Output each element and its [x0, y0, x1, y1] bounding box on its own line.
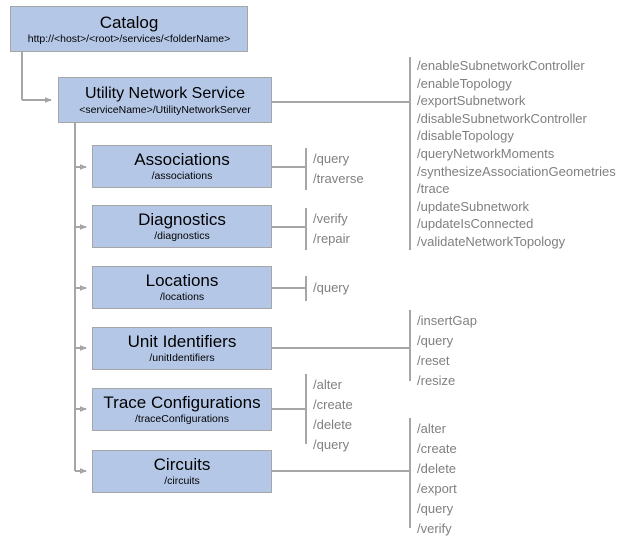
- node-circuits[interactable]: Circuits /circuits: [92, 450, 272, 493]
- node-catalog[interactable]: Catalog http://<host>/<root>/services/<f…: [10, 6, 248, 52]
- node-unit-identifiers[interactable]: Unit Identifiers /unitIdentifiers: [92, 327, 272, 370]
- operation-item[interactable]: /query: [417, 333, 454, 348]
- operations-associations: /query /traverse: [313, 149, 364, 189]
- node-associations-title: Associations: [134, 150, 230, 169]
- operation-item[interactable]: /alter: [313, 377, 342, 392]
- operation-item[interactable]: /insertGap: [417, 313, 477, 328]
- node-circuits-path: /circuits: [164, 475, 200, 487]
- operation-item[interactable]: /trace: [417, 181, 450, 197]
- operation-item[interactable]: /verify: [417, 521, 452, 536]
- node-utility-network-service-path: <serviceName>/UtilityNetworkServer: [79, 103, 251, 116]
- operation-item[interactable]: /delete: [417, 461, 457, 476]
- operation-item[interactable]: /alter: [417, 421, 446, 436]
- operation-item[interactable]: /verify: [313, 211, 348, 226]
- node-circuits-title: Circuits: [153, 455, 211, 474]
- node-diagnostics[interactable]: Diagnostics /diagnostics: [92, 205, 272, 248]
- node-diagnostics-title: Diagnostics: [138, 210, 226, 229]
- operation-item[interactable]: /enableTopology: [417, 75, 512, 91]
- node-locations-title: Locations: [145, 271, 219, 290]
- operation-item[interactable]: /traverse: [313, 171, 364, 186]
- node-trace-configurations-title: Trace Configurations: [103, 393, 261, 412]
- operations-unit-identifiers: /insertGap /query /reset /resize: [417, 311, 477, 391]
- node-associations-path: /associations: [151, 170, 213, 182]
- operation-item[interactable]: /resize: [417, 373, 456, 388]
- operation-item[interactable]: /create: [417, 441, 457, 456]
- node-unit-identifiers-path: /unitIdentifiers: [149, 352, 215, 364]
- node-locations[interactable]: Locations /locations: [92, 266, 272, 309]
- node-trace-configurations[interactable]: Trace Configurations /traceConfiguration…: [92, 388, 272, 431]
- operation-item[interactable]: /validateNetworkTopology: [417, 233, 566, 249]
- operation-item[interactable]: /query: [313, 151, 350, 166]
- operation-item[interactable]: /updateIsConnected: [417, 216, 534, 232]
- operation-item[interactable]: /query: [417, 501, 454, 516]
- operation-item[interactable]: /query: [313, 280, 350, 295]
- operations-locations: /query: [313, 278, 349, 298]
- operation-item[interactable]: /create: [313, 397, 353, 412]
- operations-utility-network-service: /enableSubnetworkController /enableTopol…: [417, 57, 616, 251]
- node-trace-configurations-path: /traceConfigurations: [135, 413, 229, 425]
- operation-item[interactable]: /reset: [417, 353, 450, 368]
- operation-item[interactable]: /exportSubnetwork: [417, 93, 526, 109]
- node-locations-path: /locations: [159, 291, 205, 303]
- operation-item[interactable]: /synthesizeAssociationGeometries: [417, 163, 616, 179]
- operations-circuits: /alter /create /delete /export /query /v…: [417, 419, 457, 537]
- operation-item[interactable]: /export: [417, 481, 457, 496]
- node-utility-network-service-title: Utility Network Service: [84, 84, 246, 102]
- operation-item[interactable]: /disableTopology: [417, 128, 514, 144]
- operation-item[interactable]: /enableSubnetworkController: [417, 58, 585, 73]
- operations-diagnostics: /verify /repair: [313, 209, 350, 249]
- operation-item[interactable]: /repair: [313, 231, 350, 246]
- node-associations[interactable]: Associations /associations: [92, 145, 272, 188]
- operation-item[interactable]: /query: [313, 437, 350, 452]
- operation-item[interactable]: /queryNetworkMoments: [417, 145, 555, 161]
- operations-trace-configurations: /alter /create /delete /query: [313, 375, 353, 455]
- node-unit-identifiers-title: Unit Identifiers: [127, 332, 237, 351]
- node-utility-network-service[interactable]: Utility Network Service <serviceName>/Ut…: [58, 77, 272, 123]
- operation-item[interactable]: /updateSubnetwork: [417, 198, 530, 214]
- node-catalog-title: Catalog: [99, 12, 159, 32]
- operation-item[interactable]: /delete: [313, 417, 353, 432]
- operation-item[interactable]: /disableSubnetworkController: [417, 110, 587, 126]
- node-diagnostics-path: /diagnostics: [154, 230, 210, 242]
- node-catalog-path: http://<host>/<root>/services/<folderNam…: [27, 32, 231, 45]
